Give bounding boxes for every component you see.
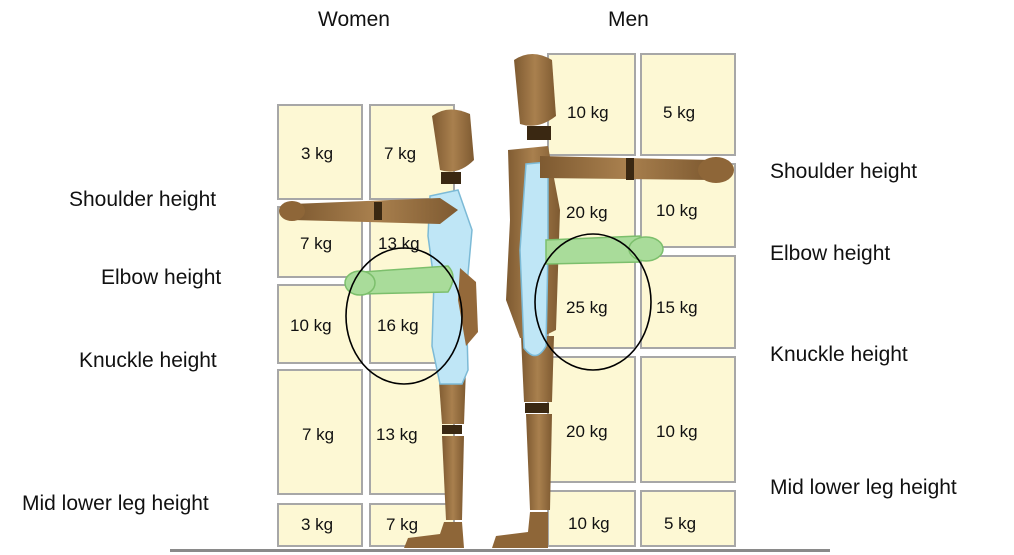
women-kg-shoulder-elbow-far: 13 kg	[378, 234, 420, 254]
man-knee	[525, 403, 549, 413]
women-kg-knuckle-midleg-far: 13 kg	[376, 425, 418, 445]
man-foot	[492, 512, 548, 548]
man-neck	[527, 126, 551, 140]
woman-knee	[442, 425, 462, 434]
man-head	[514, 54, 556, 126]
woman-head	[432, 109, 474, 171]
men-kg-knuckle-midleg-close: 20 kg	[566, 422, 608, 442]
women-kg-above-shoulder-far: 7 kg	[384, 144, 416, 164]
men-kg-above-shoulder-close: 10 kg	[567, 103, 609, 123]
woman-elbow-joint	[374, 202, 382, 220]
men-kg-above-shoulder-far: 5 kg	[663, 103, 695, 123]
women-kg-below-midleg-close: 3 kg	[301, 515, 333, 535]
man-arm-hanging	[520, 162, 548, 356]
men-kg-elbow-knuckle-close: 25 kg	[566, 298, 608, 318]
men-kg-knuckle-midleg-far: 10 kg	[656, 422, 698, 442]
women-kg-below-midleg-far: 7 kg	[386, 515, 418, 535]
woman-lower-leg	[442, 436, 464, 520]
man-lower-leg	[526, 414, 552, 510]
man-forearm-hand	[629, 237, 663, 261]
man-hand	[698, 157, 734, 183]
woman-forearm-elbow	[362, 266, 453, 294]
woman-neck	[441, 172, 461, 184]
men-kg-elbow-knuckle-far: 15 kg	[656, 298, 698, 318]
men-kg-shoulder-elbow-far: 10 kg	[656, 201, 698, 221]
men-kg-shoulder-elbow-close: 20 kg	[566, 203, 608, 223]
women-kg-above-shoulder-close: 3 kg	[301, 144, 333, 164]
women-kg-shoulder-elbow-close: 7 kg	[300, 234, 332, 254]
men-kg-below-midleg-far: 5 kg	[664, 514, 696, 534]
woman-hand	[279, 201, 305, 221]
man-elbow-joint	[626, 158, 634, 180]
men-kg-below-midleg-close: 10 kg	[568, 514, 610, 534]
man-forearm-elbow	[546, 236, 640, 264]
women-kg-elbow-knuckle-far: 16 kg	[377, 316, 419, 336]
man-figure	[492, 54, 734, 548]
women-kg-knuckle-midleg-close: 7 kg	[302, 425, 334, 445]
women-kg-elbow-knuckle-close: 10 kg	[290, 316, 332, 336]
